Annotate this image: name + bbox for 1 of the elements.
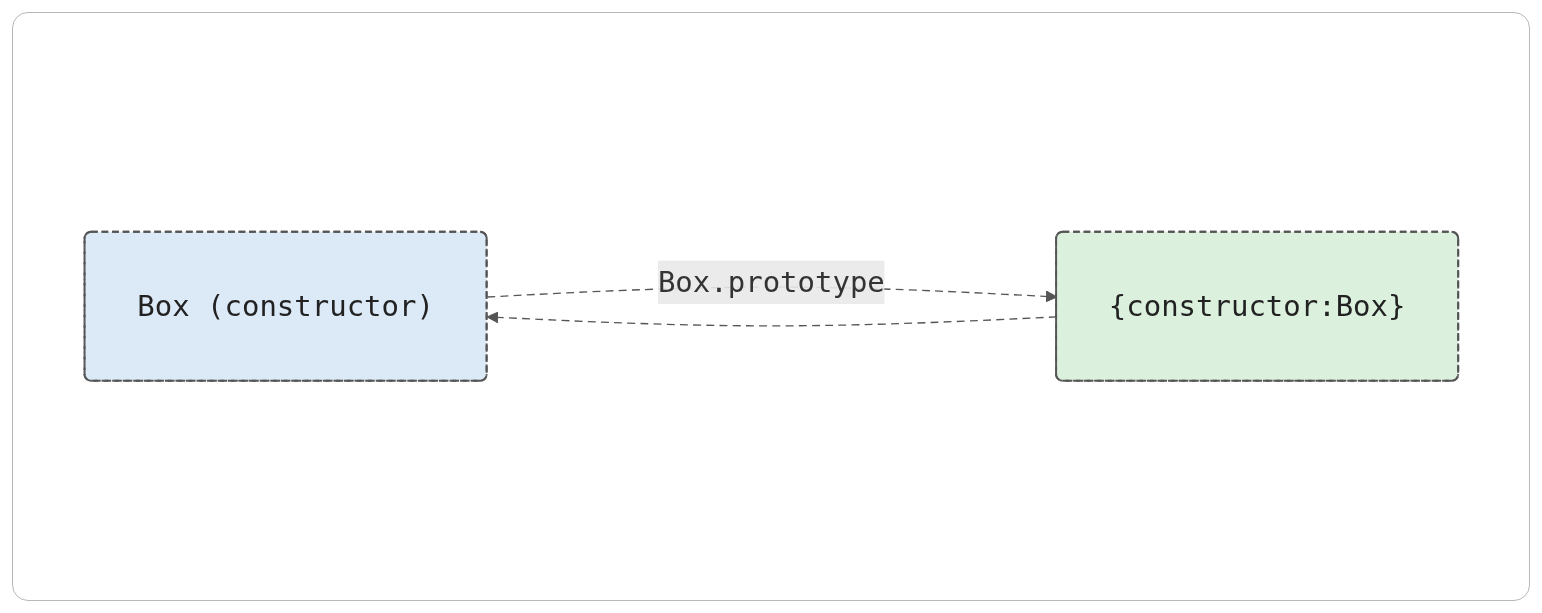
edge-label: Box.prototype	[657, 265, 885, 299]
